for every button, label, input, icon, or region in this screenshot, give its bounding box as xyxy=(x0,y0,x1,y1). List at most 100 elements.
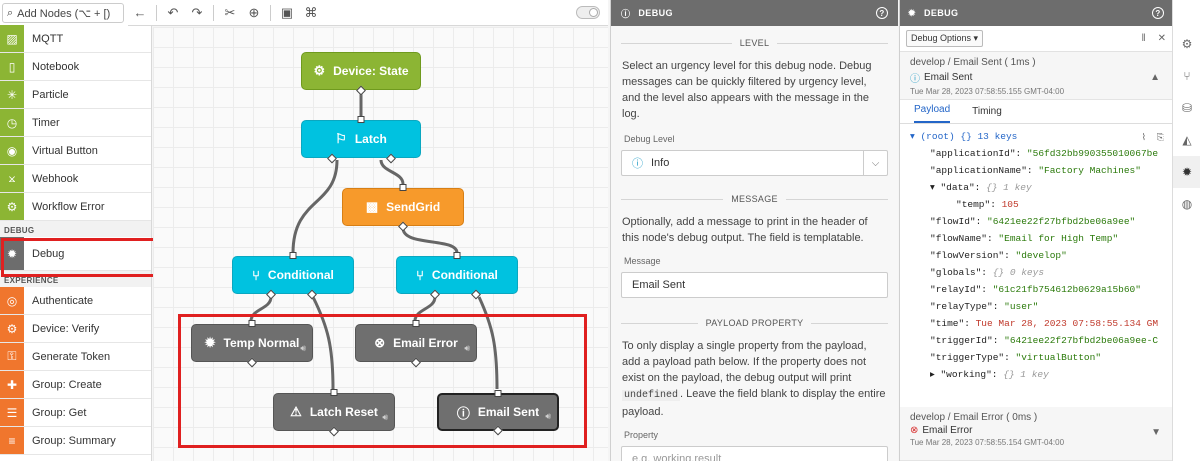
group-create-icon: ✚ xyxy=(0,371,24,398)
palette-item-virtual-button[interactable]: ◉Virtual Button xyxy=(0,137,151,165)
wire-cond2-emailerror xyxy=(413,296,437,322)
search-icon: ⌕ xyxy=(7,6,14,19)
cut-scissors-icon[interactable]: ✂ xyxy=(224,4,236,20)
section-title: MESSAGE xyxy=(731,194,778,204)
info-icon: ⓘ xyxy=(621,8,631,19)
node-temp-normal[interactable]: ✹ Temp Normal 🔊︎ xyxy=(191,320,313,368)
debug-bug-icon[interactable]: ✹ xyxy=(1173,156,1200,188)
add-comment-icon[interactable]: ▣ xyxy=(280,4,294,20)
workflow-canvas[interactable]: ⚙ Device: State ⚐ Latch ▩ SendGrid ⑂ Con… xyxy=(153,27,608,461)
json-key: "temp": xyxy=(956,199,1002,210)
zoom-icon[interactable]: ⊕ xyxy=(248,4,260,20)
node-sendgrid[interactable]: ▩ SendGrid xyxy=(342,184,464,232)
message-input[interactable]: Email Sent xyxy=(621,272,888,298)
palette-item-particle[interactable]: ✳Particle xyxy=(0,81,151,109)
json-key: "globals": xyxy=(930,267,993,278)
palette-item-debug[interactable]: ✹Debug xyxy=(0,237,151,271)
palette-item-label: Group: Create xyxy=(32,378,102,391)
json-value: "6421ee22f27bfbd2be06a9ee" xyxy=(987,216,1136,227)
node-label: Temp Normal xyxy=(223,336,300,350)
toolbar-divider xyxy=(213,4,214,21)
json-row[interactable]: ▸ "working": {} 1 key xyxy=(910,366,1172,383)
palette-item-authenticate[interactable]: ◎Authenticate xyxy=(0,287,151,315)
settings-title: DEBUG xyxy=(638,8,673,18)
input-port[interactable] xyxy=(412,320,420,327)
debug-options-button[interactable]: Debug Options ▾ xyxy=(906,30,984,47)
storage-database-icon[interactable]: ⛁ xyxy=(1181,101,1193,115)
pause-icon[interactable]: ‖ xyxy=(1141,33,1146,44)
input-port[interactable] xyxy=(289,252,297,259)
particle-icon: ✳ xyxy=(0,81,24,108)
palette-item-group-summary[interactable]: ≡Group: Summary xyxy=(0,427,151,455)
input-port[interactable] xyxy=(494,390,502,397)
node-latch-reset[interactable]: ⚠ Latch Reset 🔊︎ xyxy=(273,389,395,437)
entry-title-text: Email Sent xyxy=(924,72,973,83)
payload-code: undefined xyxy=(622,390,681,401)
device-verify-icon: ⚙ xyxy=(0,315,24,342)
toggle-knob xyxy=(589,8,598,17)
input-port[interactable] xyxy=(248,320,256,327)
undo-icon[interactable]: ↶ xyxy=(167,4,179,20)
input-port[interactable] xyxy=(399,184,407,191)
palette-item-generate-token[interactable]: ⚿Generate Token xyxy=(0,343,151,371)
node-email-error[interactable]: ⊗ Email Error 🔊︎ xyxy=(355,320,477,368)
copy-icon[interactable]: ⎘ xyxy=(1156,133,1164,143)
help-icon[interactable]: ? xyxy=(1152,7,1164,19)
latch-icon: ⚐ xyxy=(335,131,347,146)
tab-timing[interactable]: Timing xyxy=(972,106,1002,117)
entry-tabs: Payload Timing xyxy=(900,100,1172,124)
mode-toggle[interactable] xyxy=(576,6,600,19)
node-device-state[interactable]: ⚙ Device: State xyxy=(301,52,421,96)
debug-level-select[interactable]: ⓘ Info ⌵ xyxy=(621,150,888,176)
node-label: Latch Reset xyxy=(309,405,378,419)
speaker-icon: 🔊︎ xyxy=(382,412,388,422)
device-state-icon: ⚙ xyxy=(313,63,326,78)
redo-icon[interactable]: ↷ xyxy=(191,4,203,20)
node-email-sent[interactable]: ⓘ Email Sent 🔊︎ xyxy=(437,390,559,436)
palette-item-webhook[interactable]: ⨲Webhook xyxy=(0,165,151,193)
settings-gear-icon[interactable]: ⚙ xyxy=(1181,37,1193,51)
chevron-down-icon: ⌵ xyxy=(863,151,887,175)
palette-item-workflow-error[interactable]: ⚙Workflow Error xyxy=(0,193,151,221)
palette-item-group-create[interactable]: ✚ Group: Create xyxy=(0,371,151,399)
node-latch[interactable]: ⚐ Latch xyxy=(301,116,421,164)
output-toolbar: Debug Options ▾ ‖ ✕ xyxy=(900,26,1172,52)
palette-item-mqtt[interactable]: ▨MQTT xyxy=(0,25,151,53)
version-branch-icon[interactable]: ⑂ xyxy=(1183,69,1191,83)
globe-icon[interactable]: ◍ xyxy=(1181,197,1193,211)
error-circle-icon: ⊗ xyxy=(910,425,919,436)
palette-item-label: Generate Token xyxy=(32,350,111,363)
speaker-icon: 🔊︎ xyxy=(545,411,551,421)
json-row[interactable]: ▾ "data": {} 1 key xyxy=(910,179,1172,196)
help-icon[interactable]: ? xyxy=(876,7,888,19)
node-conditional-1[interactable]: ⑂ Conditional xyxy=(232,252,354,300)
entry-time: Tue Mar 28, 2023 07:58:55.155 GMT-04:00 xyxy=(910,87,1065,96)
back-arrow-icon[interactable]: ← xyxy=(133,5,147,20)
palette-item-label: Group: Summary xyxy=(32,434,116,447)
palette-item-notebook[interactable]: ▯Notebook xyxy=(0,53,151,81)
node-conditional-2[interactable]: ⑂ Conditional xyxy=(396,252,518,300)
template-icon[interactable]: ⌘ xyxy=(304,4,318,20)
input-port[interactable] xyxy=(330,389,338,396)
stats-chart-icon[interactable]: ◭ xyxy=(1182,133,1192,147)
palette-item-device-verify[interactable]: ⚙Device: Verify xyxy=(0,315,151,343)
add-nodes-search[interactable]: ⌕ Add Nodes (⌥ + [) xyxy=(2,3,124,23)
tab-payload[interactable]: Payload xyxy=(914,104,951,123)
node-label: Latch xyxy=(354,132,387,146)
palette-item-timer[interactable]: ◷Timer xyxy=(0,109,151,137)
debug-entry-email-error[interactable]: develop / Email Error ( 0ms ) ⊗Email Err… xyxy=(900,407,1172,461)
chevron-up-icon[interactable]: ▲ xyxy=(1150,72,1160,83)
json-root-label: ▾ (root) {} 13 keys xyxy=(910,131,1018,142)
palette-item-group-get[interactable]: ☰Group: Get xyxy=(0,399,151,427)
clear-icon[interactable]: ✕ xyxy=(1157,33,1166,44)
node-label: Email Sent xyxy=(477,405,540,419)
property-input[interactable]: e.g. working.result xyxy=(621,446,888,461)
json-meta: {} 1 key xyxy=(1003,369,1049,380)
json-root[interactable]: ▾ (root) {} 13 keys xyxy=(910,128,1172,145)
chevron-down-icon[interactable]: ▼ xyxy=(1151,427,1161,438)
input-port[interactable] xyxy=(453,252,461,259)
input-port[interactable] xyxy=(357,116,365,123)
collapse-icon[interactable]: ⌇ xyxy=(1141,133,1146,143)
